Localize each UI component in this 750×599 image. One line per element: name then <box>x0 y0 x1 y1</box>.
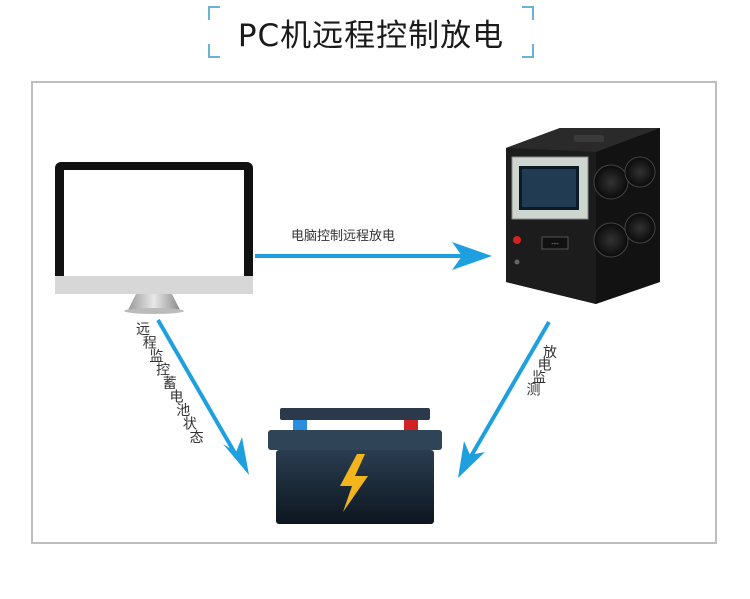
title-block: PC机远程控制放电 <box>208 0 534 62</box>
device-handle <box>574 135 604 142</box>
bracket-corner <box>522 44 534 58</box>
page-title: PC机远程控制放电 <box>237 18 505 54</box>
bracket-corner <box>522 6 534 20</box>
negative-terminal <box>293 420 307 430</box>
discharge-tester-device-icon: --- <box>506 128 660 304</box>
fan-icon <box>593 156 656 258</box>
arrow-pc-to-battery <box>156 318 249 475</box>
monitor-stand <box>128 294 180 310</box>
label-pc-to-battery-group: 远程监控蓄电池状态 <box>136 322 204 446</box>
label-device-to-battery-group: 放电监测 <box>527 345 558 399</box>
positive-terminal <box>404 420 418 430</box>
label-pc-to-device: 电脑控制远程放电 <box>291 229 395 244</box>
monitor-chin <box>55 276 253 294</box>
lightning-bolt-icon <box>340 454 368 512</box>
arrow-device-to-battery <box>458 320 551 478</box>
battery-icon <box>268 408 442 524</box>
bracket-corner <box>208 6 220 20</box>
diagram-frame <box>31 81 717 544</box>
bracket-corner <box>208 44 220 58</box>
power-switch <box>513 236 521 244</box>
monitor-screen <box>64 170 244 276</box>
svg-text:---: --- <box>551 240 559 248</box>
label-pc-to-battery: 远程监控蓄电池状态 <box>136 322 204 446</box>
label-device-to-battery: 放电监测 <box>527 345 558 399</box>
computer-monitor-icon <box>55 162 253 314</box>
arrow-pc-to-device <box>255 242 492 270</box>
monitor-base <box>124 308 184 314</box>
